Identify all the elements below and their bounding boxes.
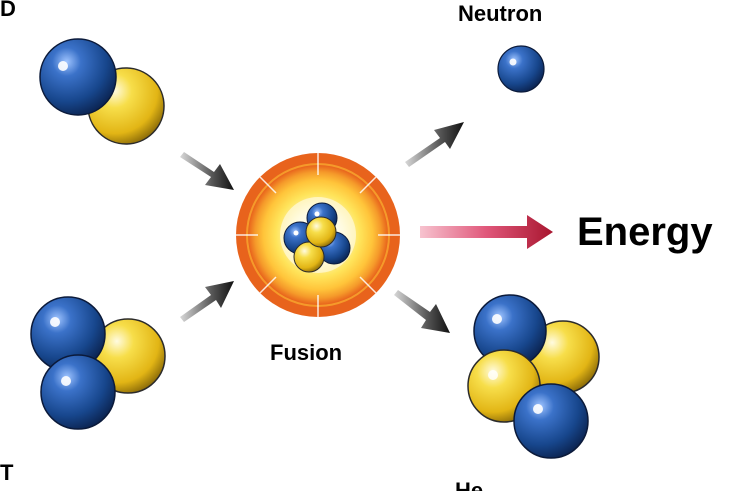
neutron-particle: [497, 45, 545, 93]
fusion-burst: [236, 153, 400, 317]
arrow-t-to-fusion: [180, 281, 234, 322]
energy-label: Energy: [577, 210, 713, 254]
tritium-label: T: [0, 460, 14, 485]
deuterium-label: D: [0, 0, 16, 21]
fusion-core-cluster: [283, 202, 351, 273]
tritium-nucleus: [30, 296, 166, 430]
energy-arrow: [420, 215, 553, 249]
arrow-fusion-to-helium: [394, 290, 450, 333]
helium-label: He: [455, 478, 484, 491]
deuterium-nucleus: [39, 38, 165, 145]
helium-nucleus: [467, 294, 600, 459]
fusion-label: Fusion: [270, 340, 343, 365]
arrow-fusion-to-neutron: [405, 122, 464, 167]
neutron-label: Neutron: [458, 1, 543, 26]
arrow-d-to-fusion: [180, 152, 234, 190]
